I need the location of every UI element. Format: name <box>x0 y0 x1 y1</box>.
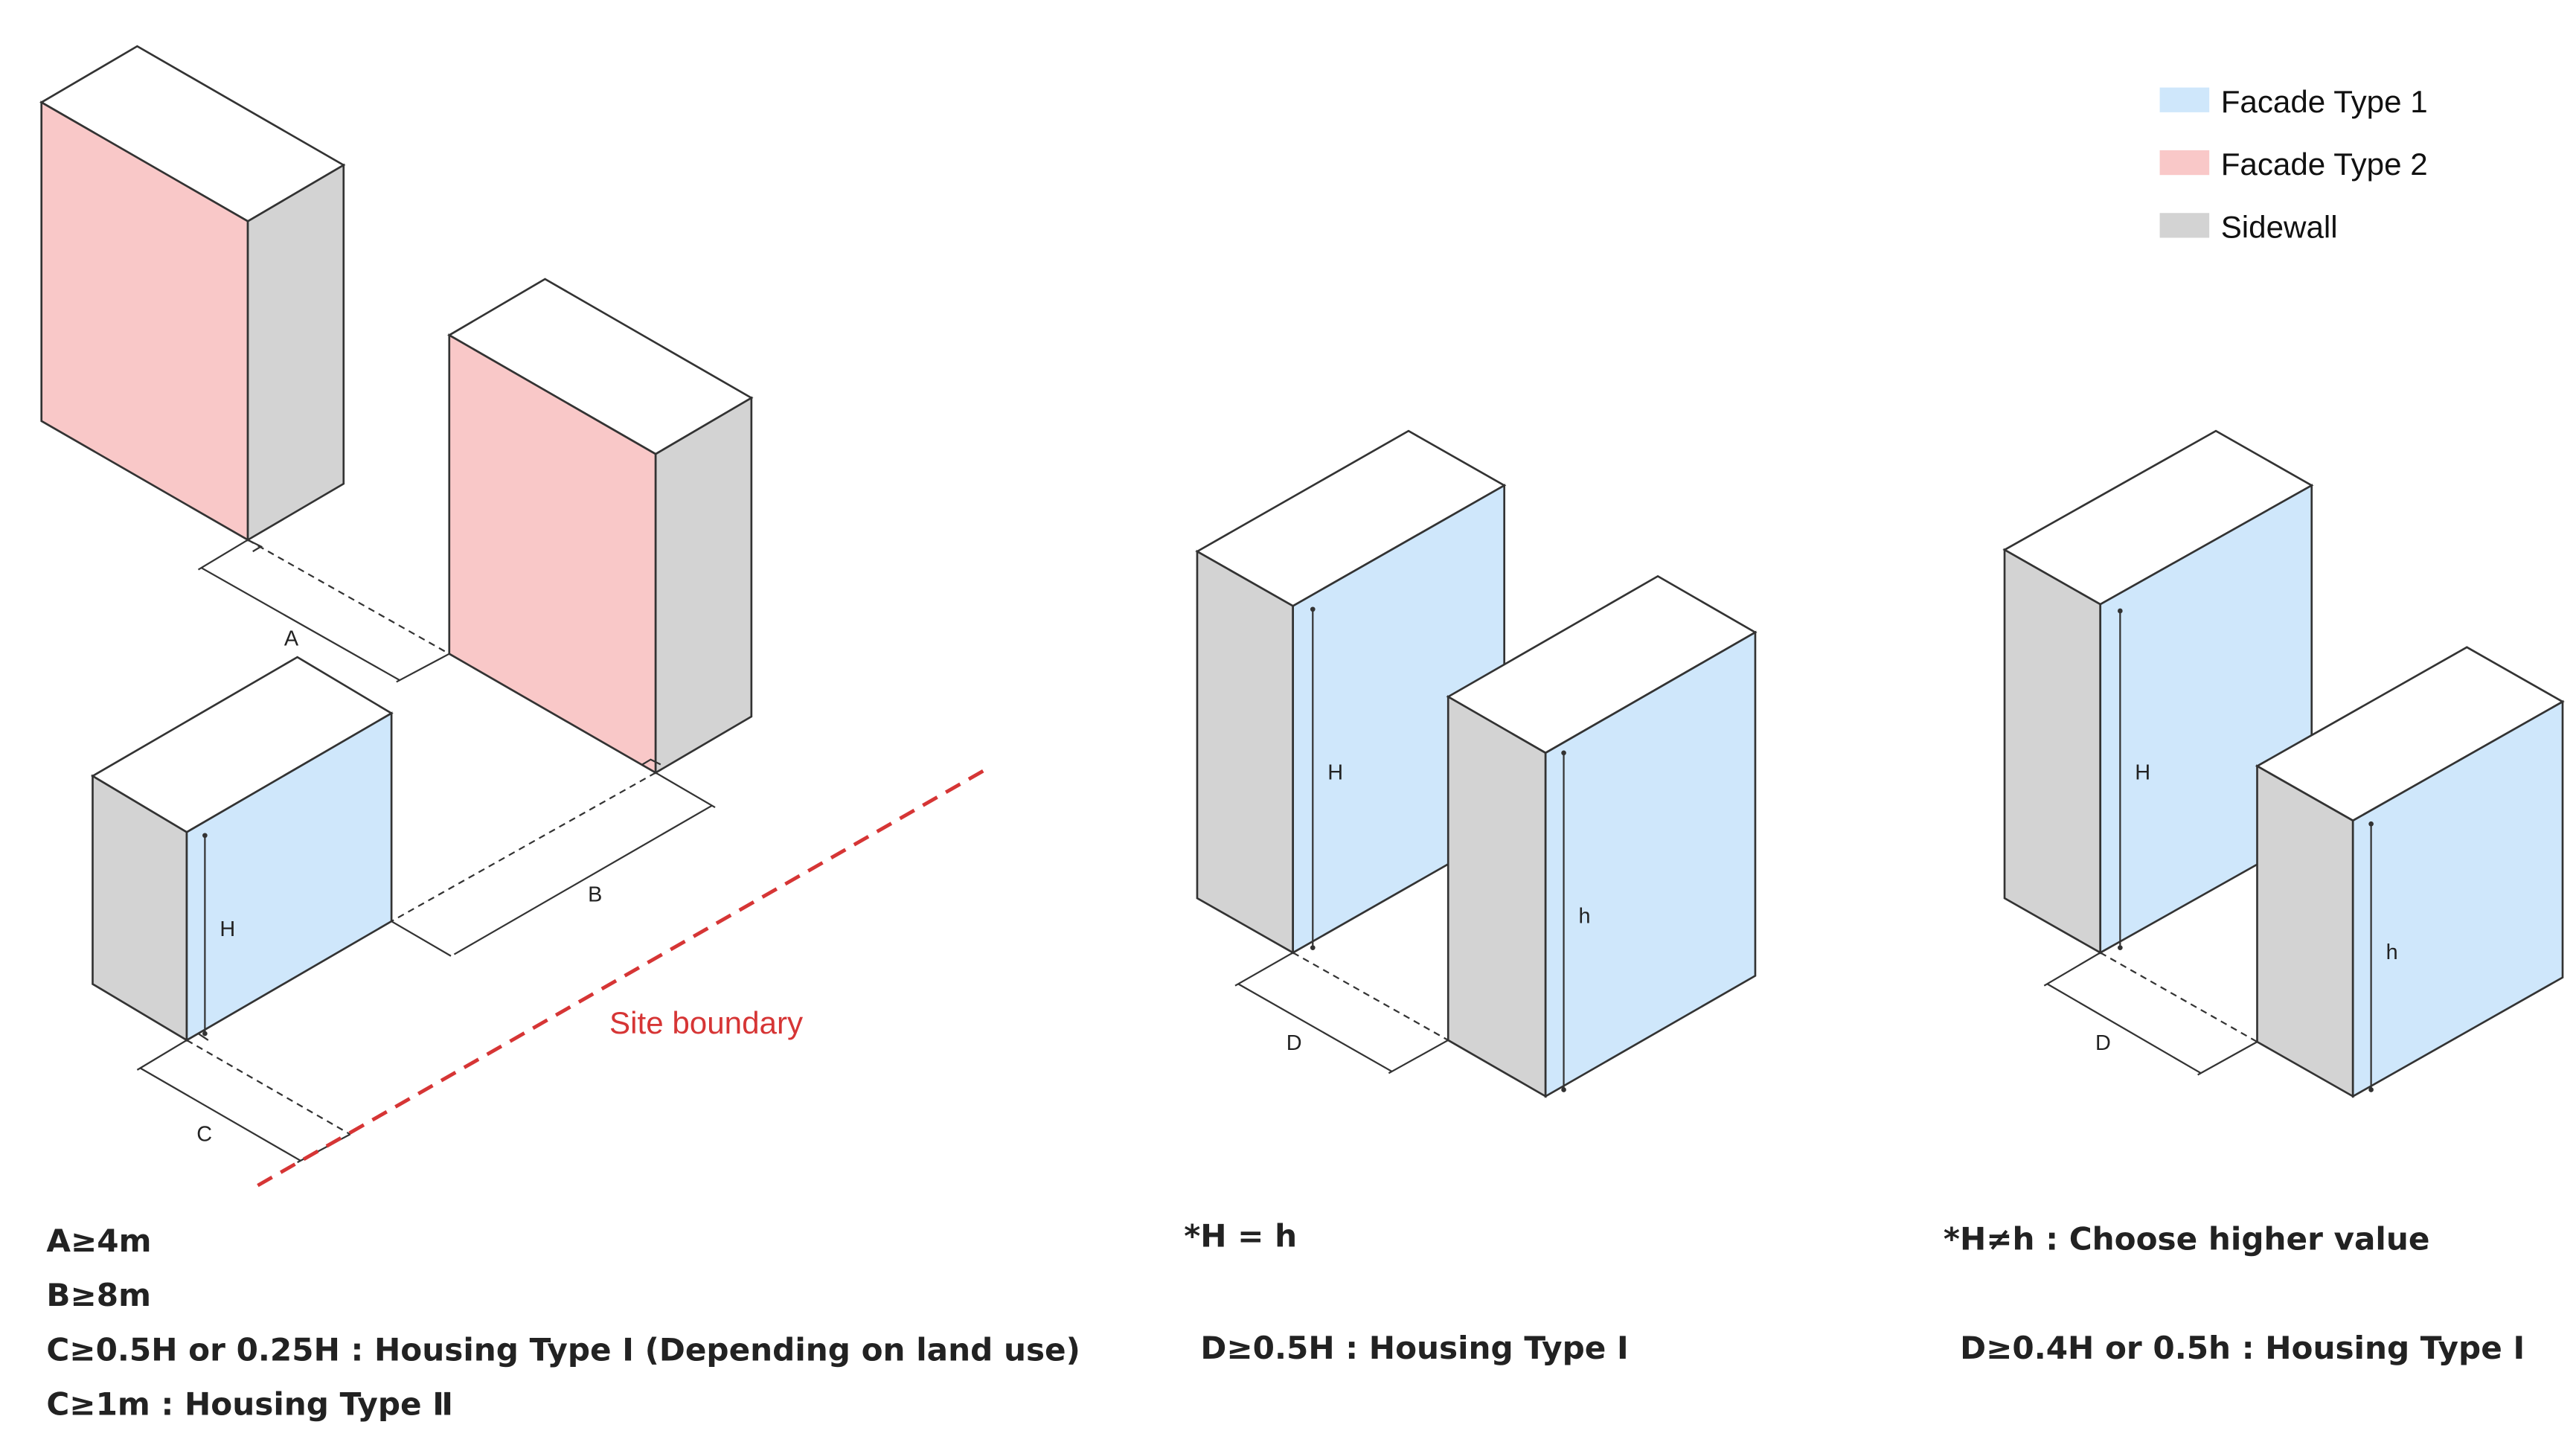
d3-lower-h-bottom-dot <box>2368 1087 2374 1092</box>
site-boundary-line <box>257 767 987 1188</box>
building-2-sidewall <box>654 396 753 775</box>
d3-back-sidewall <box>2003 548 2102 955</box>
d3-front-sidewall <box>2256 764 2354 1098</box>
d2-label-h-lower: h <box>1579 904 1591 928</box>
d2-dimension-d <box>1234 952 1449 1074</box>
d2-rule: D≥0.5H : Housing Type Ⅰ <box>1200 1330 1628 1366</box>
d3-dimension-d <box>2043 952 2258 1076</box>
d2-front-facade <box>1544 630 1757 1098</box>
d2-lower-h-top-dot <box>1561 750 1566 756</box>
diagram-3: H h D *H≠h : Choose higher value D≥0.4H … <box>1944 429 2565 1366</box>
d2-back-sidewall <box>1196 549 1294 955</box>
d2-front-sidewall <box>1446 695 1547 1098</box>
d2-label-d: D <box>1287 1031 1302 1055</box>
note-b: B≥8m <box>46 1277 151 1313</box>
legend-swatch-facade-2 <box>2159 150 2210 176</box>
d3-h-top-dot <box>2118 608 2123 614</box>
d3-label-h-lower: h <box>2386 941 2398 964</box>
building-1-sidewall <box>246 163 345 542</box>
site-boundary-label: Site boundary <box>609 1005 803 1040</box>
diagram-3-front-building <box>2255 646 2565 1098</box>
d3-label-d: D <box>2095 1031 2111 1055</box>
diagram-3-back-building <box>2002 429 2314 955</box>
legend-swatch-facade-1 <box>2159 87 2210 112</box>
label-b: B <box>588 883 602 907</box>
label-h: H <box>220 917 235 941</box>
diagram-1: A B C H Site boundary A≥4m <box>39 45 1080 1423</box>
legend-swatch-sidewall <box>2159 213 2210 238</box>
d2-label-h-upper: H <box>1327 760 1343 784</box>
d2-height-lines <box>1312 609 1565 1090</box>
d3-label-h-upper: H <box>2135 760 2150 784</box>
d2-h-bottom-dot <box>1310 945 1316 950</box>
diagram-2-back-building <box>1195 429 1507 955</box>
label-c: C <box>196 1122 212 1146</box>
dimension-c <box>136 1032 351 1164</box>
diagram-2: H h D *H = h D≥0.5H : Housing Type Ⅰ <box>1184 429 1758 1366</box>
dimension-b <box>391 758 716 957</box>
building-3 <box>90 656 394 1042</box>
building-2 <box>447 278 754 775</box>
d3-lower-h-top-dot <box>2368 821 2374 827</box>
d3-condition: *H≠h : Choose higher value <box>1944 1221 2430 1258</box>
legend: Facade Type 1 Facade Type 2 Sidewall <box>2159 84 2428 245</box>
legend-label-facade-1: Facade Type 1 <box>2221 84 2428 119</box>
label-a: A <box>284 627 299 651</box>
d3-front-facade <box>2351 699 2564 1098</box>
height-h-bottom-dot <box>202 1031 208 1037</box>
height-h-top-dot <box>202 833 208 839</box>
dimension-a <box>197 539 450 683</box>
d2-condition: *H = h <box>1184 1217 1297 1254</box>
d3-h-bottom-dot <box>2118 945 2123 950</box>
note-c-type2: C≥1m : Housing Type Ⅱ <box>46 1386 453 1423</box>
legend-label-sidewall: Sidewall <box>2221 210 2338 245</box>
d2-lower-h-bottom-dot <box>1561 1087 1566 1092</box>
d3-height-lines <box>2119 611 2372 1090</box>
d3-rule: D≥0.4H or 0.5h : Housing Type Ⅰ <box>1960 1330 2525 1366</box>
diagram-2-front-building <box>1446 574 1758 1098</box>
building-1 <box>39 45 346 542</box>
d2-h-top-dot <box>1310 606 1316 612</box>
note-c-type1: C≥0.5H or 0.25H : Housing Type Ⅰ (Depend… <box>46 1331 1080 1368</box>
note-a: A≥4m <box>46 1223 151 1259</box>
legend-label-facade-2: Facade Type 2 <box>2221 147 2428 182</box>
